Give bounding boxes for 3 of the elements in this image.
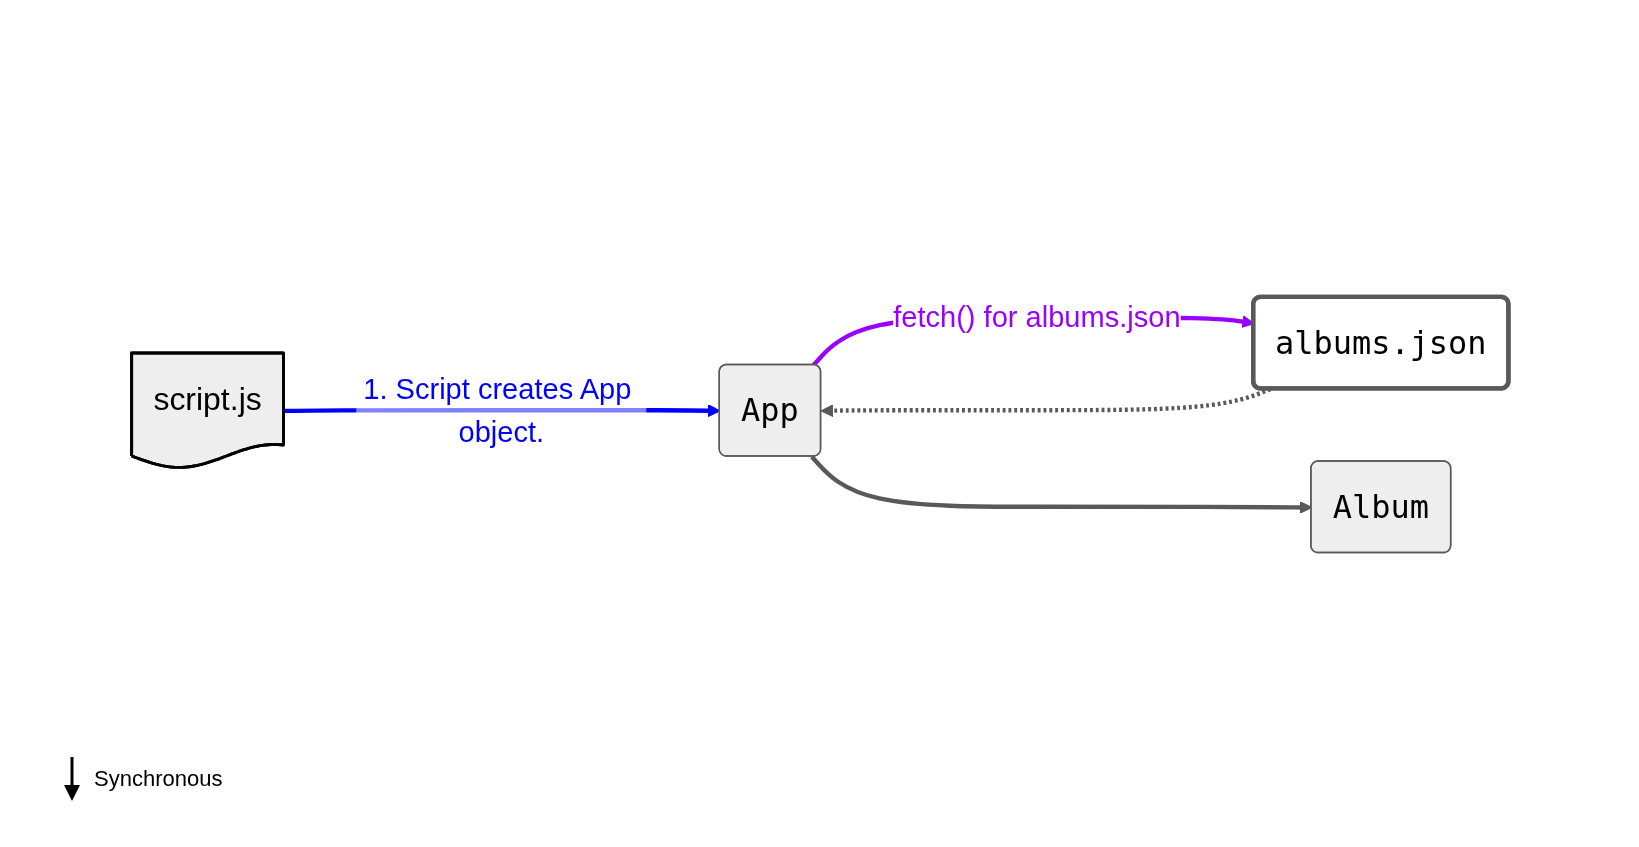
legend-text: Synchronous xyxy=(94,766,223,792)
edge-label: 1. Script creates App object. xyxy=(362,371,631,448)
edge-label: fetch() for albums.json xyxy=(892,300,1181,333)
